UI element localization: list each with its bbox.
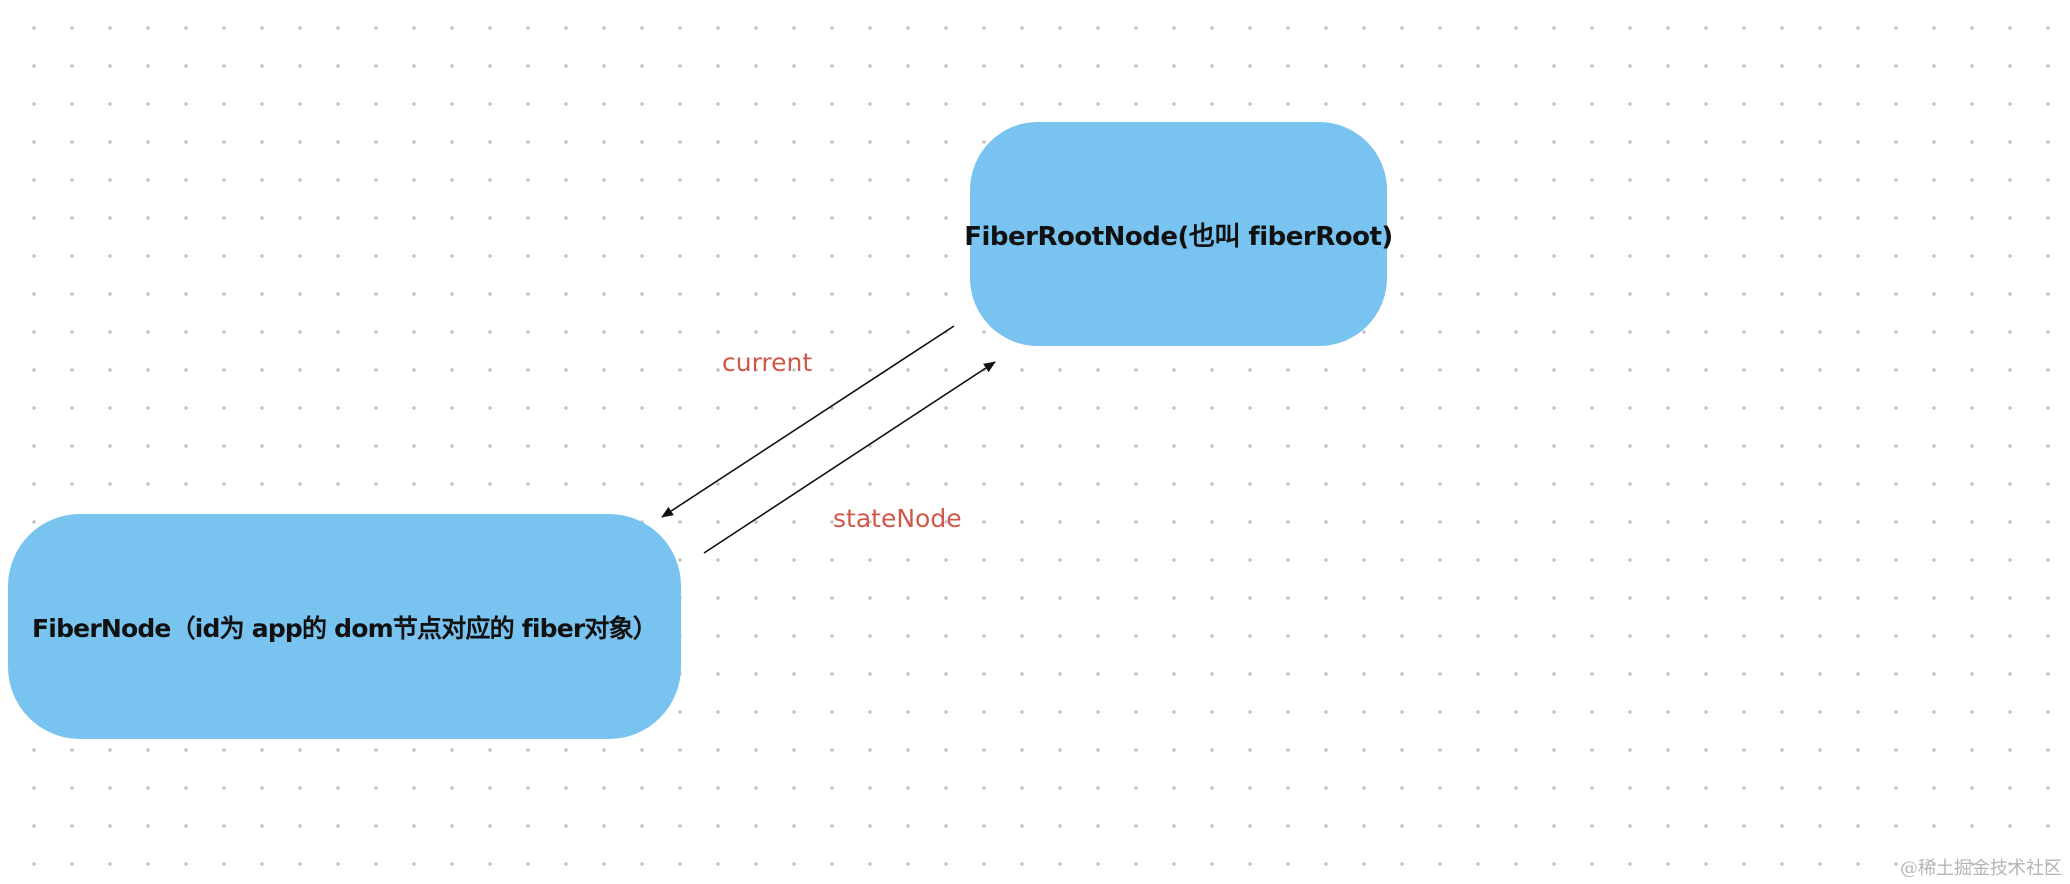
fiber-root-node[interactable]: FiberRootNode(也叫 fiberRoot) bbox=[964, 122, 1393, 346]
fiber-node-label: FiberNode（id为 app的 dom节点对应的 fiber对象） bbox=[32, 613, 658, 643]
current-arrow[interactable] bbox=[661, 325, 955, 518]
fiber-node[interactable]: FiberNode（id为 app的 dom节点对应的 fiber对象） bbox=[8, 514, 681, 739]
watermark: @稀土掘金技术社区 bbox=[1900, 858, 2062, 879]
fiber-root-node-label: FiberRootNode(也叫 fiberRoot) bbox=[964, 221, 1393, 252]
statenode-arrow[interactable] bbox=[703, 361, 996, 554]
statenode-edge-label: stateNode bbox=[833, 504, 962, 533]
current-edge-label: current bbox=[722, 348, 813, 377]
